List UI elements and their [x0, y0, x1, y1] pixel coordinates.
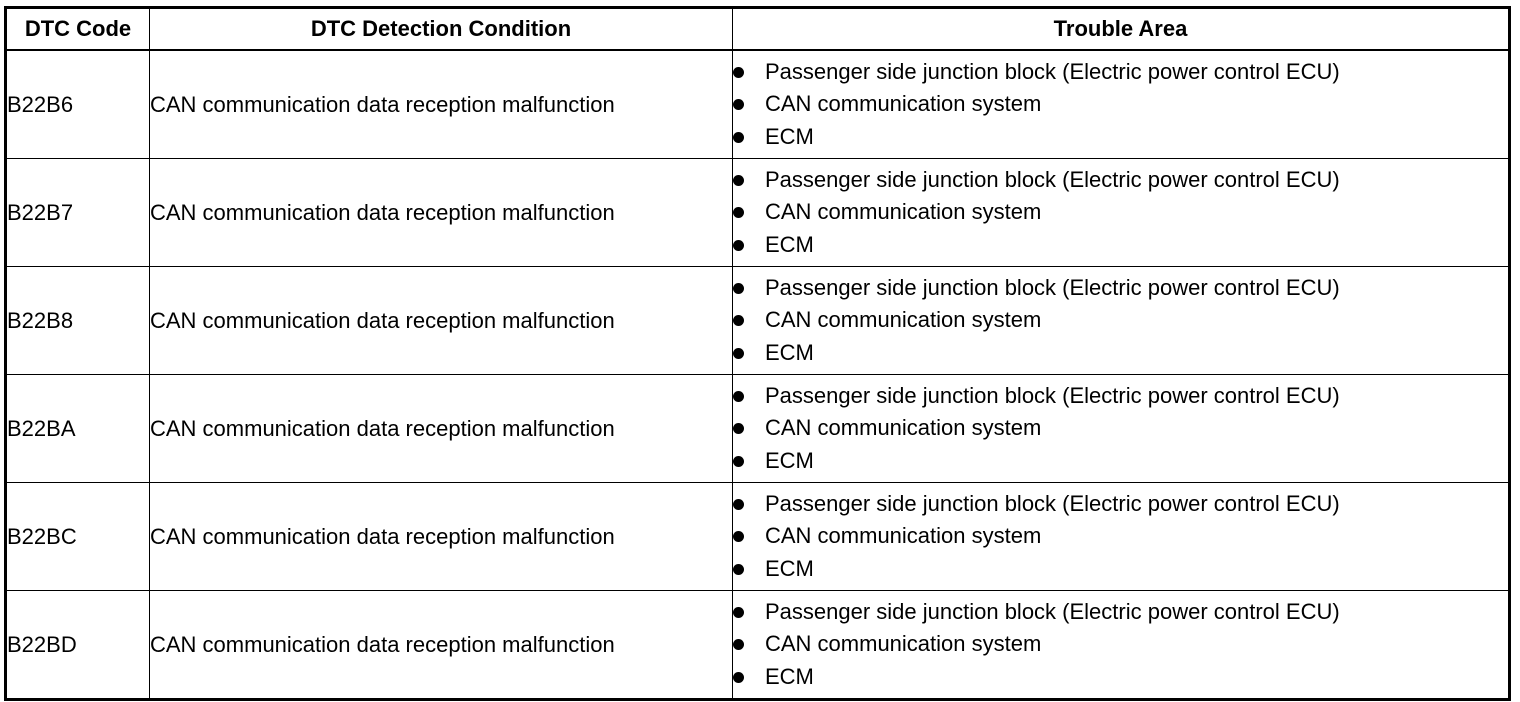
header-row: DTC Code DTC Detection Condition Trouble… [5, 7, 1510, 51]
trouble-area-item: Passenger side junction block (Electric … [733, 596, 1508, 629]
trouble-area-item: CAN communication system [733, 196, 1508, 229]
header-dtc-code: DTC Code [5, 7, 150, 51]
detection-condition-cell: CAN communication data reception malfunc… [149, 374, 733, 483]
table-row: B22B8 CAN communication data reception m… [5, 266, 1510, 375]
bullet-icon [733, 390, 744, 402]
trouble-area-text: CAN communication system [765, 91, 1042, 117]
table-row: B22B6 CAN communication data reception m… [5, 49, 1510, 159]
table-row: B22BD CAN communication data reception m… [5, 590, 1510, 700]
bullet-icon [733, 498, 744, 510]
trouble-area-text: CAN communication system [765, 415, 1042, 441]
trouble-area-list: Passenger side junction block (Electric … [733, 488, 1508, 586]
bullet-icon [733, 207, 744, 218]
table-row: B22BC CAN communication data reception m… [5, 482, 1510, 591]
bullet-icon [733, 239, 744, 251]
trouble-area-text: Passenger side junction block (Electric … [765, 490, 1340, 516]
bullet-icon [733, 671, 744, 683]
trouble-area-text: CAN communication system [765, 199, 1042, 225]
trouble-area-item: ECM [733, 553, 1508, 586]
trouble-area-item: Passenger side junction block (Electric … [733, 488, 1508, 521]
bullet-icon [733, 455, 744, 467]
dtc-code-cell: B22B8 [5, 266, 150, 375]
table-row: B22BA CAN communication data reception m… [5, 374, 1510, 483]
bullet-icon [733, 563, 744, 575]
bullet-icon [733, 639, 744, 650]
trouble-area-cell: Passenger side junction block (Electric … [732, 374, 1510, 483]
trouble-area-text: Passenger side junction block (Electric … [765, 58, 1340, 84]
dtc-code-cell: B22B7 [5, 158, 150, 267]
header-trouble-area: Trouble Area [732, 7, 1510, 51]
trouble-area-text: CAN communication system [765, 631, 1042, 657]
bullet-icon [733, 315, 744, 326]
trouble-area-item: CAN communication system [733, 520, 1508, 553]
trouble-area-item: Passenger side junction block (Electric … [733, 164, 1508, 197]
detection-condition-cell: CAN communication data reception malfunc… [149, 49, 733, 159]
detection-condition-cell: CAN communication data reception malfunc… [149, 590, 733, 700]
trouble-area-text: Passenger side junction block (Electric … [765, 382, 1340, 408]
detection-condition-cell: CAN communication data reception malfunc… [149, 482, 733, 591]
table-row: B22B7 CAN communication data reception m… [5, 158, 1510, 267]
trouble-area-list: Passenger side junction block (Electric … [733, 56, 1508, 154]
dtc-code-cell: B22B6 [5, 49, 150, 159]
header-detection-condition: DTC Detection Condition [149, 7, 733, 51]
trouble-area-cell: Passenger side junction block (Electric … [732, 590, 1510, 700]
trouble-area-cell: Passenger side junction block (Electric … [732, 158, 1510, 267]
bullet-icon [733, 347, 744, 359]
bullet-icon [733, 66, 744, 78]
bullet-icon [733, 531, 744, 542]
trouble-area-text: ECM [765, 339, 814, 365]
trouble-area-cell: Passenger side junction block (Electric … [732, 49, 1510, 159]
trouble-area-list: Passenger side junction block (Electric … [733, 164, 1508, 262]
bullet-icon [733, 423, 744, 434]
trouble-area-item: ECM [733, 121, 1508, 154]
trouble-area-text: CAN communication system [765, 307, 1042, 333]
trouble-area-item: CAN communication system [733, 628, 1508, 661]
trouble-area-list: Passenger side junction block (Electric … [733, 380, 1508, 478]
table-body: B22B6 CAN communication data reception m… [5, 49, 1510, 700]
trouble-area-item: Passenger side junction block (Electric … [733, 380, 1508, 413]
detection-condition-cell: CAN communication data reception malfunc… [149, 158, 733, 267]
bullet-icon [733, 131, 744, 143]
trouble-area-cell: Passenger side junction block (Electric … [732, 266, 1510, 375]
dtc-code-cell: B22BA [5, 374, 150, 483]
trouble-area-item: ECM [733, 229, 1508, 262]
trouble-area-item: Passenger side junction block (Electric … [733, 272, 1508, 305]
detection-condition-cell: CAN communication data reception malfunc… [149, 266, 733, 375]
trouble-area-text: ECM [765, 231, 814, 257]
trouble-area-item: ECM [733, 337, 1508, 370]
trouble-area-item: ECM [733, 661, 1508, 694]
trouble-area-cell: Passenger side junction block (Electric … [732, 482, 1510, 591]
dtc-code-cell: B22BD [5, 590, 150, 700]
trouble-area-text: ECM [765, 555, 814, 581]
table-header: DTC Code DTC Detection Condition Trouble… [5, 7, 1510, 51]
trouble-area-list: Passenger side junction block (Electric … [733, 596, 1508, 694]
bullet-icon [733, 99, 744, 110]
dtc-code-cell: B22BC [5, 482, 150, 591]
trouble-area-text: Passenger side junction block (Electric … [765, 166, 1340, 192]
bullet-icon [733, 606, 744, 618]
trouble-area-text: Passenger side junction block (Electric … [765, 598, 1340, 624]
trouble-area-text: ECM [765, 447, 814, 473]
trouble-area-item: Passenger side junction block (Electric … [733, 56, 1508, 89]
trouble-area-text: ECM [765, 663, 814, 689]
trouble-area-item: CAN communication system [733, 412, 1508, 445]
trouble-area-item: CAN communication system [733, 304, 1508, 337]
trouble-area-item: CAN communication system [733, 88, 1508, 121]
bullet-icon [733, 174, 744, 186]
dtc-table: DTC Code DTC Detection Condition Trouble… [4, 6, 1511, 701]
trouble-area-list: Passenger side junction block (Electric … [733, 272, 1508, 370]
trouble-area-text: CAN communication system [765, 523, 1042, 549]
trouble-area-text: Passenger side junction block (Electric … [765, 274, 1340, 300]
trouble-area-text: ECM [765, 123, 814, 149]
bullet-icon [733, 282, 744, 294]
trouble-area-item: ECM [733, 445, 1508, 478]
